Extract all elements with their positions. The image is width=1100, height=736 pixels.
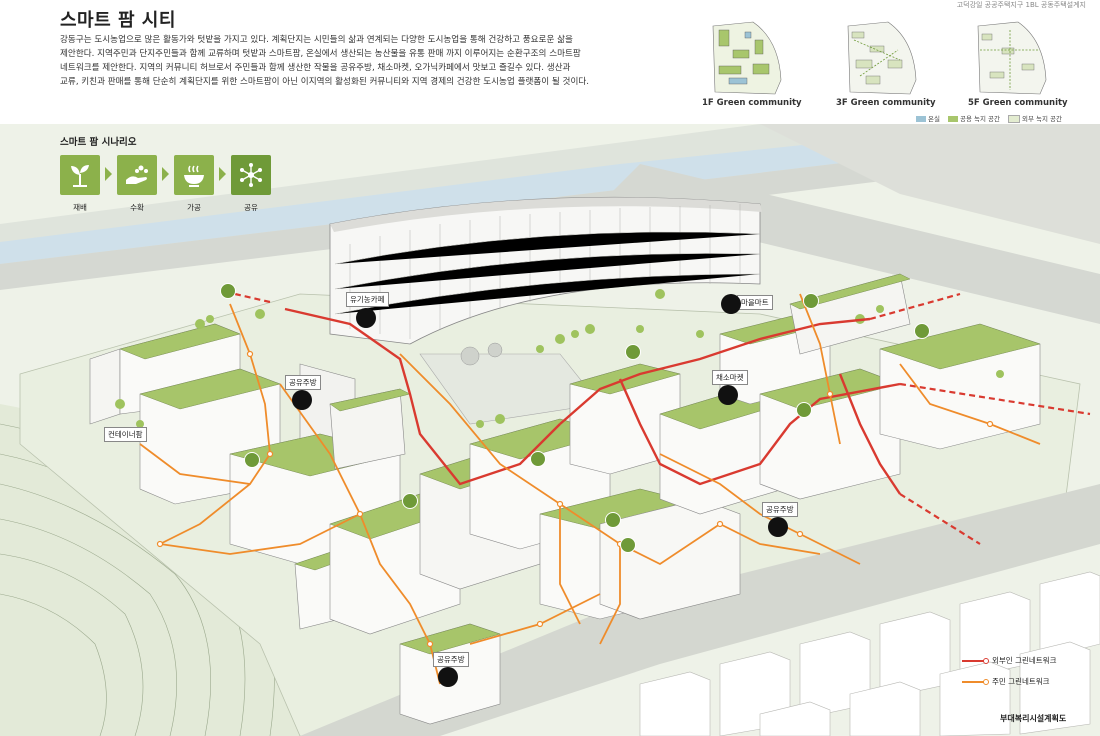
- caption: 부대복리시설계획도: [1000, 714, 1067, 723]
- greenhouse-marker-icon: [530, 451, 546, 467]
- cooking-bowl-icon: [174, 155, 214, 195]
- legend-item-external: 외부인 그린네트워크: [962, 655, 1056, 666]
- external-green-network: [284, 307, 901, 495]
- greenhouse-marker-icon: [803, 293, 819, 309]
- kitchen-hand-icon: [438, 667, 458, 687]
- header: 스마트 팜 시티 고덕강일 공공주택지구 1BL 공동주택설계지 강동구는 도시…: [0, 0, 1100, 124]
- tag-organic-cafe: 유기농카페: [346, 292, 389, 307]
- greenhouse-marker-icon: [220, 283, 236, 299]
- sprout-icon: [60, 155, 100, 195]
- scenario-title: 스마트 팜 시나리오: [60, 137, 137, 148]
- market-flower-icon: [718, 385, 738, 405]
- network-nodes: [156, 350, 994, 648]
- plaza-circle: [460, 346, 480, 366]
- tag-shared-kitchen: 공유주방: [433, 652, 469, 667]
- mart-flower-icon: [721, 294, 741, 314]
- mini-plan-3f: [847, 21, 917, 95]
- scenario-step-label: 공유: [244, 203, 258, 212]
- greenhouse-marker-icon: [605, 512, 621, 528]
- kitchen-hand-icon: [292, 390, 312, 410]
- mini-plan-1f: [712, 21, 782, 95]
- arrow-right-icon: [162, 167, 169, 181]
- plan-legend: 온실 공용 녹지 공간 외부 녹지 공간: [916, 113, 1062, 123]
- share-network-icon: [231, 155, 271, 195]
- greenhouse-marker-icon: [914, 323, 930, 339]
- description-line: 네트워크를 제안한다. 지역의 커뮤니티 허브로서 주민들과 함께 생산한 작물…: [60, 63, 571, 73]
- site-aerial-map: [0, 124, 1100, 736]
- river: [0, 124, 1100, 264]
- tag-vegetable-market: 채소마켓: [712, 370, 748, 385]
- description-line: 강동구는 도시농업으로 많은 활동가와 텃밭을 가지고 있다. 계획단지는 시민…: [60, 35, 573, 45]
- greenhouse-marker-icon: [625, 344, 641, 360]
- description-line: 교류, 키친과 판매를 통해 단순히 계획단지를 위한 스마트팜이 아닌 이지역…: [60, 77, 590, 87]
- project-name: 고덕강일 공공주택지구 1BL 공동주택설계지: [956, 1, 1086, 9]
- greenhouse-marker-icon: [402, 493, 418, 509]
- parking-area: [760, 124, 1100, 244]
- page-title: 스마트 팜 시티: [60, 10, 176, 31]
- scenario-step-label: 재배: [73, 203, 87, 212]
- legend-item-resident: 주민 그린네트워크: [962, 676, 1056, 687]
- cafe-cup-icon: [356, 308, 376, 328]
- greenhouse-marker-icon: [244, 452, 260, 468]
- arrow-right-icon: [105, 167, 112, 181]
- legend-item: 공용 녹지 공간: [947, 113, 1000, 123]
- kitchen-hand-icon: [768, 517, 788, 537]
- greenhouse-marker-icon: [796, 402, 812, 418]
- neighborhood-blocks: [639, 571, 1100, 736]
- greenhouse-marker-icon: [620, 537, 636, 553]
- tag-container-farm: 컨테이너팜: [104, 427, 147, 442]
- scenario-step-label: 수확: [130, 203, 144, 212]
- harvest-hand-icon: [117, 155, 157, 195]
- legend-item: 외부 녹지 공간: [1007, 113, 1062, 123]
- description-line: 제안한다. 지역주민과 단지주민들과 함께 교류하며 텃밭과 스마트팜, 온실에…: [60, 49, 581, 59]
- legend-item: 온실: [916, 113, 940, 123]
- plaza-circle: [487, 342, 503, 358]
- description: 강동구는 도시농업으로 많은 활동가와 텃밭을 가지고 있다. 계획단지는 시민…: [60, 33, 620, 89]
- mini-plan-label: 5F Green community: [968, 98, 1068, 108]
- curved-tower: [329, 196, 762, 345]
- arrow-right-icon: [219, 167, 226, 181]
- scenario-step-label: 가공: [187, 203, 201, 212]
- mini-plan-label: 1F Green community: [702, 98, 802, 108]
- network-legend: 외부인 그린네트워크 주민 그린네트워크: [962, 655, 1056, 697]
- external-network-extension: [234, 292, 1091, 545]
- mini-plan-5f: [977, 21, 1047, 95]
- tag-shared-kitchen: 공유주방: [762, 502, 798, 517]
- tag-village-mart: 마을마트: [737, 295, 773, 310]
- tag-shared-kitchen: 공유주방: [285, 375, 321, 390]
- mini-plan-label: 3F Green community: [836, 98, 936, 108]
